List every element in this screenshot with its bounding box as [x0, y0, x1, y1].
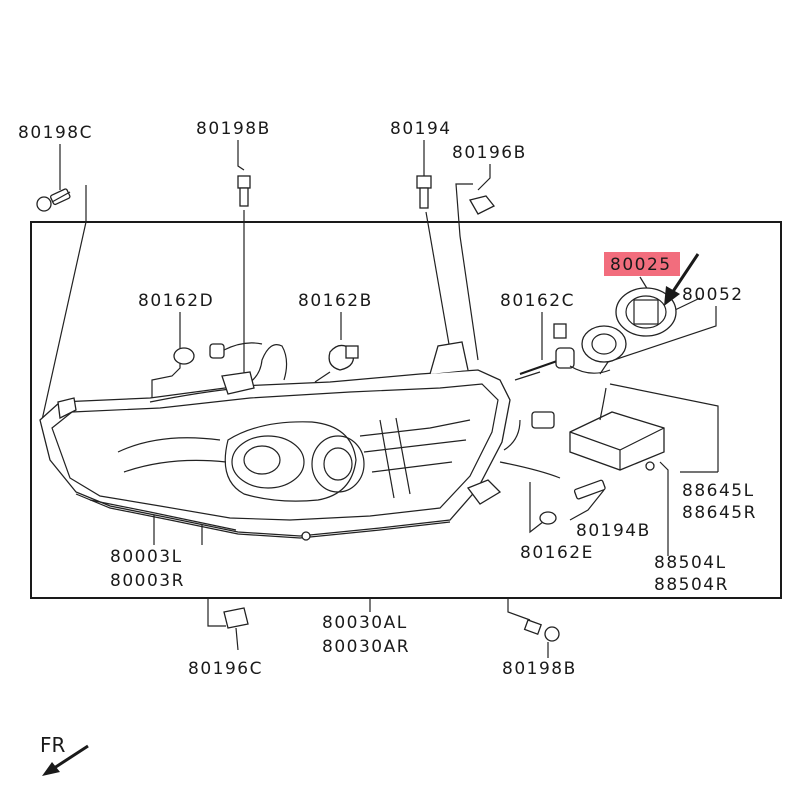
label-88645r: 88645R — [682, 503, 757, 523]
label-80030al: 80030AL — [322, 613, 408, 633]
label-80196b: 80196B — [452, 143, 527, 163]
highlight-arrow-icon — [664, 253, 700, 306]
bulb-80162b-icon — [328, 344, 359, 371]
label-80162e: 80162E — [520, 543, 594, 563]
label-80194b: 80194B — [576, 521, 651, 541]
label-80198b-top: 80198B — [196, 119, 271, 139]
label-80052: 80052 — [682, 285, 744, 305]
label-80196c: 80196C — [188, 659, 263, 679]
bolt-80198b-bottom-icon — [523, 619, 560, 642]
bulb-80162d-icon — [173, 342, 263, 365]
label-80030ar: 80030AR — [322, 637, 410, 657]
connector-80194b-icon — [573, 461, 655, 500]
assembly-frame — [30, 221, 782, 599]
front-direction-arrow-icon — [42, 744, 89, 776]
label-88504l: 88504L — [654, 553, 727, 573]
label-88504r: 88504R — [654, 575, 729, 595]
label-80198b-bottom: 80198B — [502, 659, 577, 679]
headlamp-housing — [39, 341, 561, 541]
label-80194: 80194 — [390, 119, 452, 139]
plug-80162e-icon — [531, 411, 557, 525]
cap-80025-icon — [615, 287, 677, 337]
bolt-80198b-top-icon — [237, 175, 251, 207]
label-80025: 80025 — [610, 255, 672, 275]
label-80003l: 80003L — [110, 547, 183, 567]
label-front-direction: FR — [40, 733, 66, 757]
label-80198c: 80198C — [18, 123, 93, 143]
bolt-80194-icon — [416, 175, 432, 209]
bulb-80162c-icon — [519, 323, 575, 375]
label-80162b: 80162B — [298, 291, 373, 311]
label-80162d: 80162D — [138, 291, 214, 311]
clip-80196b-icon — [469, 195, 496, 215]
ballast-88645-icon — [569, 387, 665, 471]
socket-cover-80052-icon — [569, 325, 627, 374]
clip-80196c-icon — [223, 607, 249, 629]
label-80003r: 80003R — [110, 571, 185, 591]
label-88645l: 88645L — [682, 481, 755, 501]
label-80162c: 80162C — [500, 291, 575, 311]
label-80025-highlight — [604, 252, 680, 276]
bolt-80198c-icon — [36, 188, 71, 212]
